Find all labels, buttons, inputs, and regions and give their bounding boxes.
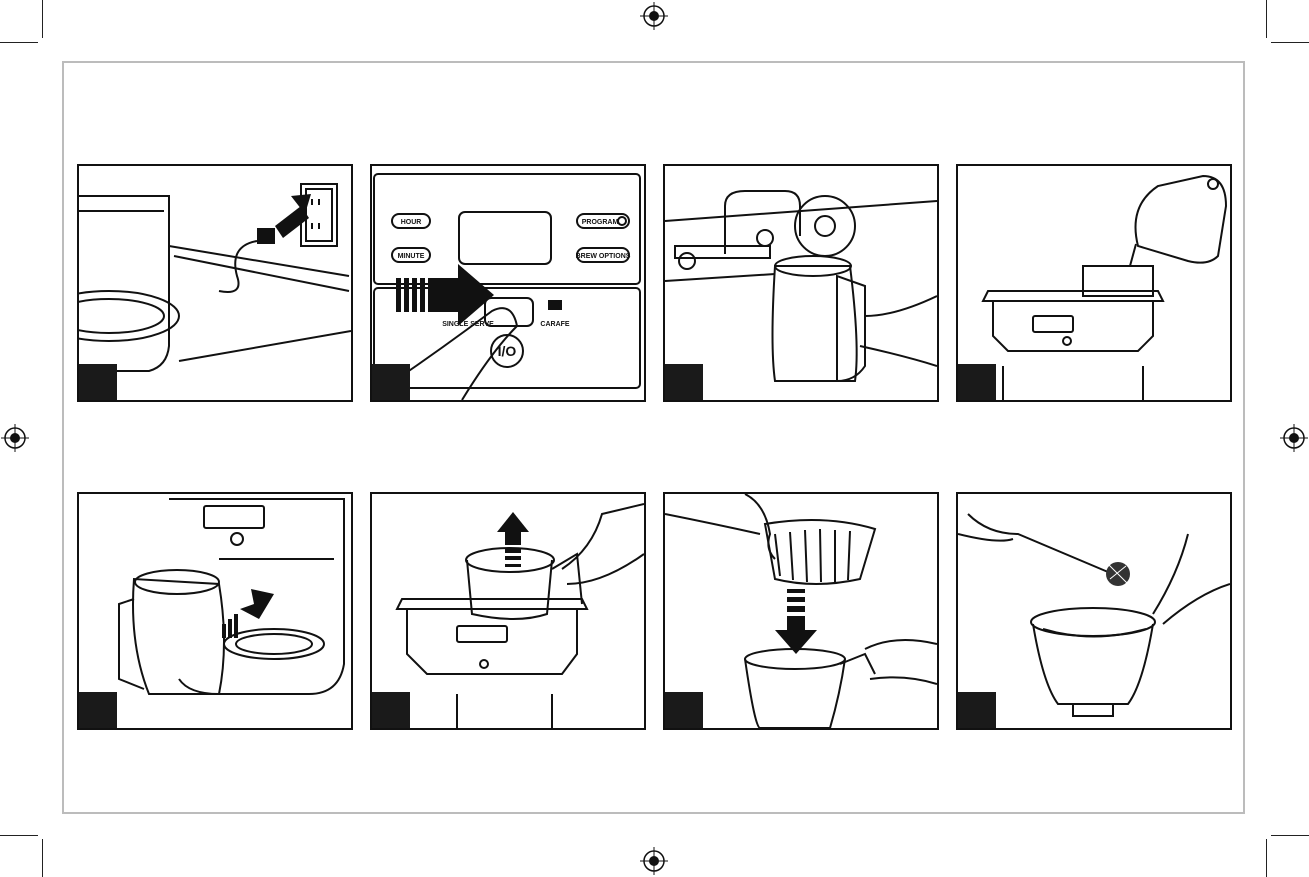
crop-mark: [1266, 839, 1267, 877]
remove-brew-basket-illustration: [372, 494, 644, 728]
step-number: [958, 364, 996, 400]
registration-mark-icon: [640, 847, 668, 875]
step-number: [372, 364, 410, 400]
registration-mark-icon: [1280, 424, 1308, 452]
program-button[interactable]: PROGRAM: [582, 219, 619, 226]
step-panel-remove-basket: [370, 492, 646, 730]
step-panel-fill-carafe: [663, 164, 939, 402]
crop-mark: [0, 835, 38, 836]
step-panel-select-carafe: HOUR MINUTE PROGRAM BREW OPTIONS SINGLE …: [370, 164, 646, 402]
power-button[interactable]: I/O: [498, 343, 517, 359]
crop-mark: [1266, 0, 1267, 38]
step-number: [665, 364, 703, 400]
add-ground-coffee-illustration: [958, 494, 1230, 728]
step-number: [372, 692, 410, 728]
step-number: [79, 364, 117, 400]
crop-mark: [42, 839, 43, 877]
step-panel-plug-in: [77, 164, 353, 402]
crop-mark: [1271, 835, 1309, 836]
arrow-down-icon: [775, 589, 817, 654]
crop-mark: [1271, 42, 1309, 43]
brew-options-button[interactable]: BREW OPTIONS: [576, 253, 631, 260]
step-number: [665, 692, 703, 728]
step-panel-add-coffee: [956, 492, 1232, 730]
registration-mark-icon: [640, 2, 668, 30]
single-serve-label: SINGLE SERVE: [442, 321, 494, 328]
crop-mark: [0, 42, 38, 43]
carafe-label: CARAFE: [540, 321, 569, 328]
registration-mark-icon: [1, 424, 29, 452]
arrow-up-icon: [497, 512, 529, 567]
control-panel-illustration: HOUR MINUTE PROGRAM BREW OPTIONS SINGLE …: [372, 166, 644, 400]
place-carafe-illustration: [79, 494, 351, 728]
step-number: [958, 692, 996, 728]
step-panel-insert-filter: [663, 492, 939, 730]
crop-mark: [42, 0, 43, 38]
minute-button[interactable]: MINUTE: [398, 253, 425, 260]
step-panel-place-carafe: [77, 492, 353, 730]
insert-paper-filter-illustration: [665, 494, 937, 728]
plug-into-outlet-illustration: [79, 166, 351, 400]
arrow-right-icon: [396, 264, 494, 326]
step-panel-pour-water: [956, 164, 1232, 402]
hour-button[interactable]: HOUR: [401, 219, 422, 226]
fill-carafe-at-sink-illustration: [665, 166, 937, 400]
pour-water-illustration: [958, 166, 1230, 400]
step-number: [79, 692, 117, 728]
